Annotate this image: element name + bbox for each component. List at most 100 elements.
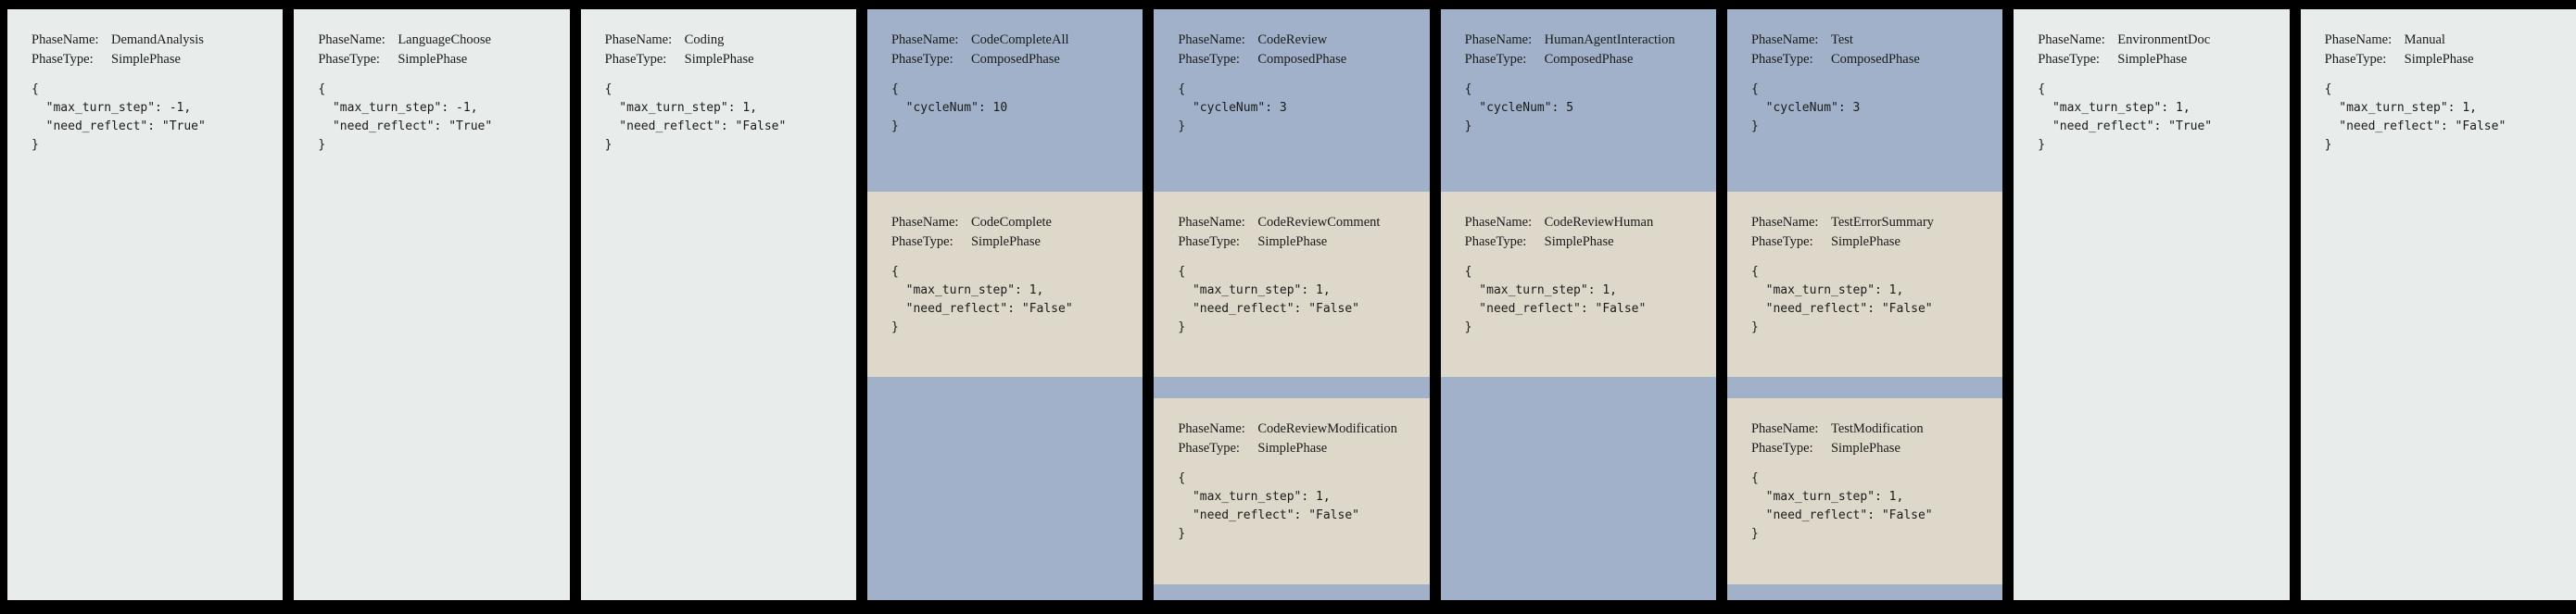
phase-name-label: PhaseName: bbox=[318, 32, 385, 47]
subphase-panel-code-review-human: PhaseName:CodeReviewHuman PhaseType:Simp… bbox=[1440, 192, 1716, 377]
phase-panel-language-choose: PhaseName: LanguageChoose PhaseType:Simpl… bbox=[294, 9, 570, 600]
phase-name-label: PhaseName: bbox=[32, 32, 99, 47]
phase-type-label: PhaseType: bbox=[2324, 52, 2387, 67]
phase-config-json: { "cycleNum": 10 } bbox=[890, 82, 1008, 133]
phase-name-value: CodeComplete bbox=[970, 215, 1052, 230]
phase-name-value: LanguageChoose bbox=[398, 32, 491, 47]
phase-name-value: Test bbox=[1830, 32, 1853, 47]
phase-name-row: PhaseName: CodeCompleteAll bbox=[891, 31, 1133, 50]
phase-header: PhaseName:Coding PhaseType: SimplePhase {… bbox=[581, 9, 856, 155]
phase-type-value: SimplePhase bbox=[1257, 441, 1328, 456]
phase-name-row: PhaseName:TestModification bbox=[1751, 420, 1993, 439]
phase-type-row: PhaseType: SimplePhase bbox=[1751, 439, 1993, 458]
phase-type-value: ComposedPhase bbox=[1257, 52, 1347, 67]
phase-type-value: SimplePhase bbox=[1257, 234, 1328, 249]
phase-name-label: PhaseName: bbox=[2038, 32, 2105, 47]
phase-name-value: CodeCompleteAll bbox=[970, 32, 1069, 47]
phase-name-label: PhaseName: bbox=[1750, 32, 1819, 47]
phase-name-label: PhaseName: bbox=[2324, 32, 2393, 47]
subphase-panel-test-error-summary: PhaseName:TestErrorSummary PhaseType:Sim… bbox=[1726, 192, 2003, 377]
phase-name-label: PhaseName: bbox=[1178, 421, 1245, 436]
phase-type-row: PhaseType: ComposedPhase bbox=[1178, 50, 1420, 69]
phase-config-json: { "max_turn_step": 1, "need_reflect": "F… bbox=[1178, 471, 1359, 541]
phase-config-json: { "max_turn_step": 1, "need_reflect": "F… bbox=[1750, 471, 1933, 541]
phase-name-label: PhaseName: bbox=[1464, 32, 1533, 47]
phase-type-row: PhaseType:ComposedPhase bbox=[1751, 50, 1993, 69]
phase-type-row: PhaseType: SimplePhase bbox=[2038, 50, 2279, 69]
phase-type-label: PhaseType: bbox=[890, 52, 953, 67]
phase-type-value: ComposedPhase bbox=[970, 52, 1060, 67]
phase-config-json: { "max_turn_step": 1, "need_reflect": "F… bbox=[1750, 265, 1933, 334]
phase-config-json: { "max_turn_step": 1, "need_reflect": "F… bbox=[2324, 82, 2507, 152]
phase-type-value: SimplePhase bbox=[1830, 441, 1900, 456]
phase-type-value: SimplePhase bbox=[2404, 52, 2474, 67]
phase-type-label: PhaseType: bbox=[1178, 234, 1240, 249]
phase-type-label: PhaseType: bbox=[1178, 52, 1240, 67]
phase-name-row: PhaseName: LanguageChoose bbox=[318, 31, 560, 50]
phase-name-row: PhaseName: Manual bbox=[2325, 31, 2567, 50]
phase-config-json: { "max_turn_step": -1, "need_reflect": "… bbox=[32, 82, 206, 152]
phase-config-json: { "max_turn_step": -1, "need_reflect": "… bbox=[318, 82, 493, 152]
phase-config-json: { "max_turn_step": 1, "need_reflect": "T… bbox=[2038, 82, 2213, 152]
phase-name-label: PhaseName: bbox=[890, 32, 959, 47]
phase-name-row: PhaseName: CodeReviewModification bbox=[1178, 420, 1420, 439]
phase-config-json: { "max_turn_step": 1, "need_reflect": "F… bbox=[1178, 265, 1359, 334]
phase-type-value: SimplePhase bbox=[684, 52, 754, 67]
phase-type-row: PhaseType:SimplePhase bbox=[891, 232, 1133, 252]
phase-type-label: PhaseType: bbox=[2038, 52, 2100, 67]
phase-name-label: PhaseName: bbox=[890, 215, 959, 230]
subphase-panel-code-review-comment: PhaseName:CodeReviewComment PhaseType:Si… bbox=[1154, 192, 1430, 377]
phase-type-row: PhaseType: SimplePhase bbox=[605, 50, 847, 69]
phase-config-json: { "max_turn_step": 1, "need_reflect": "F… bbox=[604, 82, 787, 152]
phase-type-row: PhaseType: SimplePhase bbox=[1465, 232, 1707, 252]
phase-name-row: PhaseName: CodeComplete bbox=[891, 213, 1133, 232]
composed-phase-header: PhaseName:CodeReview PhaseType: ComposedP… bbox=[1154, 9, 1429, 192]
phase-name-row: PhaseName: HumanAgentInteraction bbox=[1465, 31, 1707, 50]
phase-name-row: PhaseName: EnvironmentDoc bbox=[2038, 31, 2279, 50]
phase-config-json: { "max_turn_step": 1, "need_reflect": "F… bbox=[890, 265, 1073, 334]
phase-type-label: PhaseType: bbox=[1750, 52, 1813, 67]
phase-type-row: PhaseType: SimplePhase bbox=[1751, 232, 1993, 252]
phase-type-value: ComposedPhase bbox=[1544, 52, 1634, 67]
phase-type-label: PhaseType: bbox=[1750, 234, 1813, 249]
phase-name-row: PhaseName:CodeReview bbox=[1178, 31, 1420, 50]
phase-name-label: PhaseName: bbox=[1464, 215, 1533, 230]
phase-name-value: CodeReviewModification bbox=[1257, 421, 1397, 436]
phase-config-json: { "max_turn_step": 1, "need_reflect": "F… bbox=[1464, 265, 1647, 334]
phase-type-label: PhaseType: bbox=[890, 234, 953, 249]
phase-header: PhaseName: LanguageChoose PhaseType:Simpl… bbox=[294, 9, 569, 155]
phase-type-row: PhaseType: SimplePhase bbox=[2325, 50, 2567, 69]
phase-name-value: CodeReview bbox=[1257, 32, 1328, 47]
phase-panel-coding: PhaseName:Coding PhaseType: SimplePhase {… bbox=[580, 9, 856, 600]
phase-type-label: PhaseType: bbox=[1464, 234, 1527, 249]
phase-panel-human-agent-interaction: PhaseName: HumanAgentInteraction PhaseTyp… bbox=[1440, 9, 1716, 600]
phase-header: PhaseName:DemandAnalysis PhaseType:Simpl… bbox=[7, 9, 283, 155]
phase-name-value: HumanAgentInteraction bbox=[1544, 32, 1675, 47]
phase-type-value: SimplePhase bbox=[398, 52, 468, 67]
phase-name-row: PhaseName:Coding bbox=[605, 31, 847, 50]
phase-type-value: SimplePhase bbox=[2117, 52, 2188, 67]
subphase-panel-test-modification: PhaseName:TestModification PhaseType: Sim… bbox=[1726, 398, 2003, 584]
phase-name-value: EnvironmentDoc bbox=[2117, 32, 2211, 47]
phase-type-value: SimplePhase bbox=[1544, 234, 1614, 249]
phase-type-label: PhaseType: bbox=[1750, 441, 1813, 456]
phase-type-value: SimplePhase bbox=[111, 52, 181, 67]
phase-name-row: PhaseName: Test bbox=[1751, 31, 1993, 50]
phase-type-value: SimplePhase bbox=[1830, 234, 1900, 249]
phase-name-label: PhaseName: bbox=[1178, 215, 1245, 230]
phase-name-row: PhaseName: DemandAnalysis bbox=[32, 31, 273, 50]
phase-type-row: PhaseType:SimplePhase bbox=[1178, 439, 1420, 458]
composed-phase-header: PhaseName: HumanAgentInteraction PhaseTyp… bbox=[1441, 9, 1716, 192]
phase-panel-code-complete-all: PhaseName: CodeCompleteAll PhaseType: Comp… bbox=[866, 9, 1143, 600]
phase-name-value: TestErrorSummary bbox=[1830, 215, 1934, 230]
phase-name-label: PhaseName: bbox=[1750, 421, 1819, 436]
phase-config-json: { "cycleNum": 3 } bbox=[1750, 82, 1861, 133]
phase-type-row: PhaseType: SimplePhase bbox=[1178, 232, 1420, 252]
phase-name-value: DemandAnalysis bbox=[111, 32, 204, 47]
subphase-panel-code-review-modification: PhaseName: CodeReviewModification PhaseTy… bbox=[1154, 398, 1430, 584]
phase-name-value: Manual bbox=[2404, 32, 2445, 47]
phase-type-row: PhaseType:ComposedPhase bbox=[1465, 50, 1707, 69]
phase-type-row: PhaseType:SimplePhase bbox=[318, 50, 560, 69]
phase-type-label: PhaseType: bbox=[604, 52, 667, 67]
